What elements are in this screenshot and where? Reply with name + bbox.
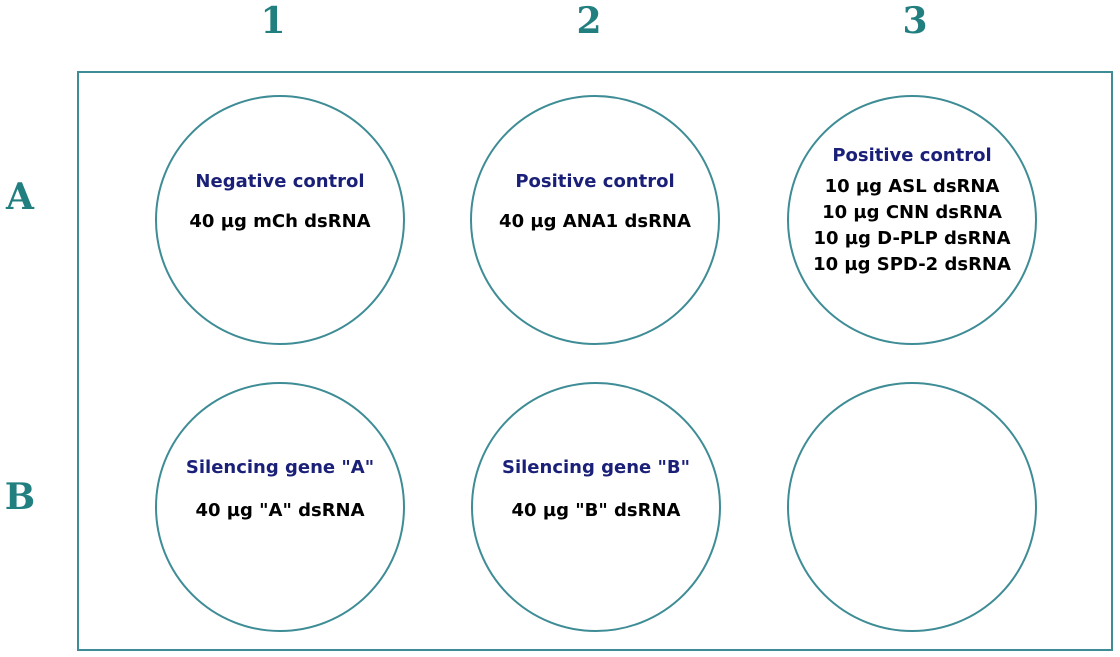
- well-b3-empty: [787, 382, 1037, 632]
- well-a3-line: 10 µg CNN dsRNA: [822, 202, 1002, 223]
- well-plate: [77, 71, 1113, 651]
- well-a3: Positive control 10 µg ASL dsRNA 10 µg C…: [787, 95, 1037, 345]
- column-label-2: 2: [576, 0, 602, 42]
- well-a3-line: 10 µg ASL dsRNA: [824, 176, 1000, 197]
- row-label-b: B: [4, 476, 36, 518]
- well-b2-line: 40 µg "B" dsRNA: [511, 500, 681, 521]
- well-a1: Negative control 40 µg mCh dsRNA: [155, 95, 405, 345]
- well-a3-title: Positive control: [832, 145, 992, 166]
- well-a3-line: 10 µg SPD-2 dsRNA: [813, 254, 1011, 275]
- well-b1: Silencing gene "A" 40 µg "A" dsRNA: [155, 382, 405, 632]
- well-a2-title: Positive control: [515, 171, 675, 192]
- column-label-1: 1: [260, 0, 286, 42]
- column-label-3: 3: [902, 0, 928, 42]
- well-a1-line: 40 µg mCh dsRNA: [189, 211, 371, 232]
- row-label-a: A: [6, 176, 34, 218]
- well-a2-line: 40 µg ANA1 dsRNA: [499, 211, 691, 232]
- well-a1-title: Negative control: [195, 171, 365, 192]
- well-a3-line: 10 µg D-PLP dsRNA: [813, 228, 1011, 249]
- well-b1-line: 40 µg "A" dsRNA: [195, 500, 365, 521]
- well-b2: Silencing gene "B" 40 µg "B" dsRNA: [471, 382, 721, 632]
- well-b2-title: Silencing gene "B": [502, 457, 690, 478]
- well-b1-title: Silencing gene "A": [185, 457, 375, 478]
- well-a2: Positive control 40 µg ANA1 dsRNA: [470, 95, 720, 345]
